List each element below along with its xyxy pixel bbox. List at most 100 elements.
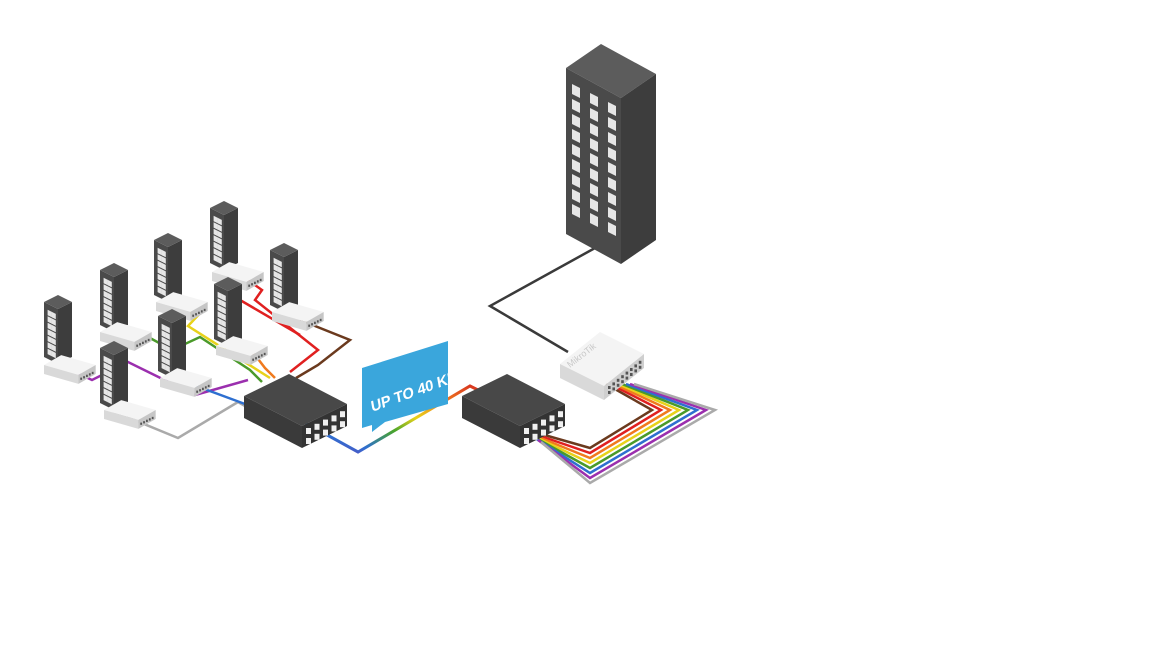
window bbox=[277, 292, 282, 300]
window bbox=[221, 300, 226, 308]
window bbox=[103, 381, 108, 390]
mux-port bbox=[340, 421, 345, 428]
window bbox=[608, 207, 616, 221]
fiber-line bbox=[534, 382, 700, 475]
mux-right-face bbox=[302, 404, 347, 448]
window bbox=[277, 266, 282, 274]
port bbox=[195, 313, 197, 316]
window bbox=[161, 362, 166, 371]
switch-port bbox=[634, 369, 637, 373]
window bbox=[165, 364, 170, 373]
port bbox=[151, 416, 154, 420]
window bbox=[572, 84, 580, 98]
callout-bubble bbox=[362, 341, 448, 432]
building-icon bbox=[154, 233, 182, 302]
port bbox=[148, 418, 151, 421]
mux-port bbox=[323, 429, 328, 436]
mux-port bbox=[558, 421, 563, 428]
window bbox=[277, 259, 282, 268]
window bbox=[103, 394, 108, 403]
port bbox=[140, 422, 143, 425]
window bbox=[572, 99, 580, 113]
window bbox=[107, 305, 112, 314]
window bbox=[165, 325, 170, 334]
window bbox=[47, 335, 52, 344]
window bbox=[165, 345, 170, 353]
window bbox=[217, 250, 222, 258]
building-icon bbox=[158, 309, 186, 378]
port bbox=[139, 343, 141, 346]
window bbox=[221, 313, 226, 321]
port bbox=[248, 284, 251, 287]
fiber-line bbox=[244, 276, 321, 373]
switch-icon bbox=[272, 302, 324, 331]
window bbox=[103, 316, 108, 325]
switch-icon bbox=[44, 355, 96, 384]
mux-port bbox=[306, 438, 311, 444]
window bbox=[572, 144, 580, 158]
window bbox=[103, 303, 108, 312]
window bbox=[51, 344, 56, 352]
window bbox=[213, 254, 218, 263]
window bbox=[107, 364, 112, 372]
window bbox=[107, 312, 112, 320]
switch-port bbox=[616, 378, 620, 382]
switch-port bbox=[612, 387, 615, 391]
window bbox=[161, 288, 166, 297]
port bbox=[196, 390, 199, 393]
port bbox=[255, 357, 257, 360]
window bbox=[217, 237, 222, 245]
window bbox=[107, 299, 112, 307]
mux-port bbox=[306, 428, 311, 434]
port bbox=[80, 377, 83, 380]
window bbox=[608, 117, 616, 131]
port bbox=[260, 354, 263, 357]
fiber-line bbox=[531, 382, 691, 470]
mux-port bbox=[549, 425, 555, 432]
window bbox=[51, 324, 56, 333]
uplink-cable bbox=[487, 246, 596, 354]
multiplexer-icon bbox=[462, 374, 565, 448]
window bbox=[161, 323, 166, 332]
window bbox=[608, 192, 616, 206]
mux-port bbox=[323, 419, 328, 426]
fiber-line bbox=[540, 382, 719, 485]
window bbox=[590, 198, 598, 212]
switch-port bbox=[625, 376, 629, 380]
window bbox=[608, 147, 616, 161]
mux-port bbox=[524, 428, 529, 434]
window bbox=[277, 298, 282, 307]
switch-icon bbox=[160, 368, 212, 397]
window bbox=[213, 248, 218, 256]
window bbox=[165, 358, 170, 366]
window bbox=[103, 284, 108, 292]
window bbox=[213, 235, 218, 243]
port bbox=[146, 419, 148, 422]
switch-port bbox=[630, 368, 633, 371]
window bbox=[221, 319, 226, 328]
port bbox=[200, 310, 203, 313]
window bbox=[590, 93, 598, 107]
window bbox=[608, 132, 616, 146]
window bbox=[161, 330, 166, 338]
window bbox=[165, 338, 170, 347]
window bbox=[47, 329, 52, 337]
fiber-line bbox=[528, 382, 682, 465]
port bbox=[142, 341, 144, 344]
port bbox=[198, 311, 200, 314]
mux-port bbox=[331, 415, 337, 422]
window bbox=[590, 213, 598, 227]
port bbox=[258, 355, 260, 358]
port bbox=[202, 387, 204, 390]
window bbox=[217, 330, 222, 339]
mux-port bbox=[314, 433, 320, 440]
window bbox=[217, 230, 222, 239]
window bbox=[157, 286, 162, 295]
window bbox=[273, 296, 278, 305]
window bbox=[608, 102, 616, 116]
mux-top bbox=[244, 374, 347, 426]
mux-left-face bbox=[462, 396, 520, 448]
building-icon bbox=[44, 295, 72, 364]
window bbox=[221, 293, 226, 302]
